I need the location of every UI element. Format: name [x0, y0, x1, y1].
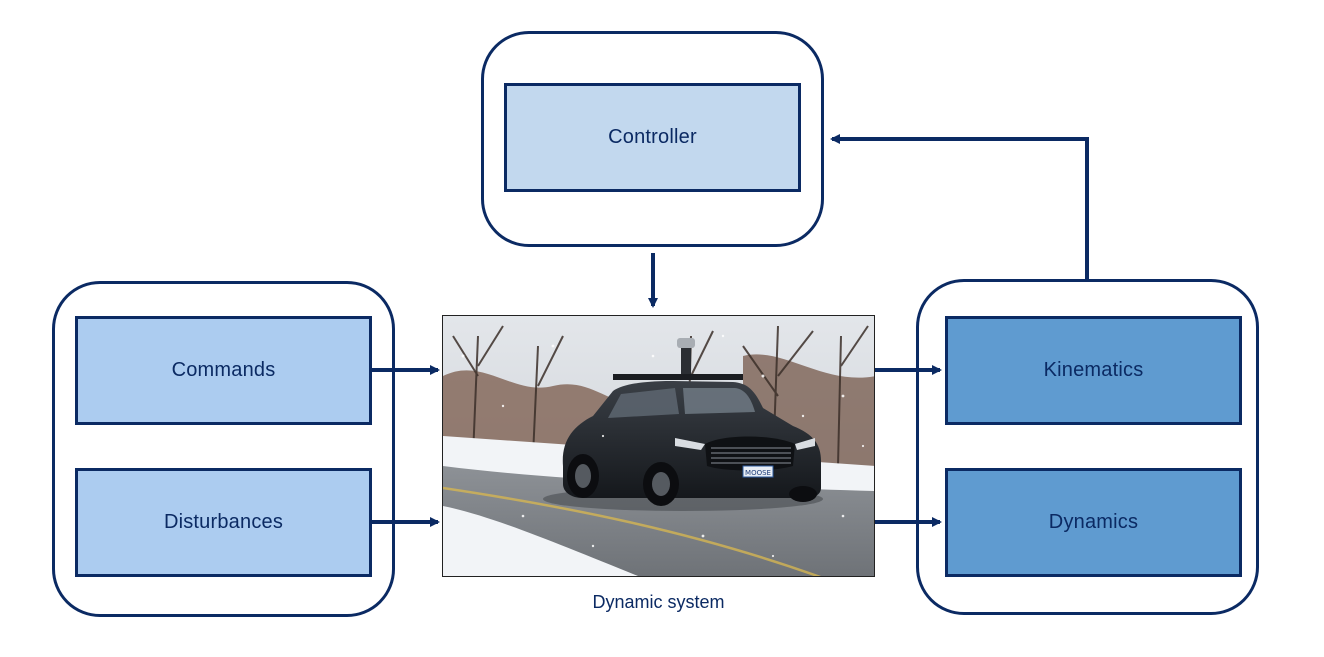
- autonomous-car-photo: MOOSE: [442, 315, 875, 577]
- disturbances-label: Disturbances: [163, 511, 284, 533]
- commands-block: Commands: [75, 316, 372, 425]
- dynamics-block: Dynamics: [945, 468, 1242, 577]
- dynamics-label: Dynamics: [1048, 511, 1139, 533]
- kinematics-block: Kinematics: [945, 316, 1242, 425]
- dynamic-system-caption: Dynamic system: [592, 592, 725, 612]
- feedback-arrow: [830, 134, 1089, 279]
- controller-block: Controller: [504, 83, 801, 192]
- disturbances-block: Disturbances: [75, 468, 372, 577]
- kinematics-label: Kinematics: [1043, 359, 1144, 381]
- controller-label: Controller: [608, 126, 697, 148]
- commands-label: Commands: [171, 359, 276, 381]
- license-plate-text: MOOSE: [745, 469, 771, 477]
